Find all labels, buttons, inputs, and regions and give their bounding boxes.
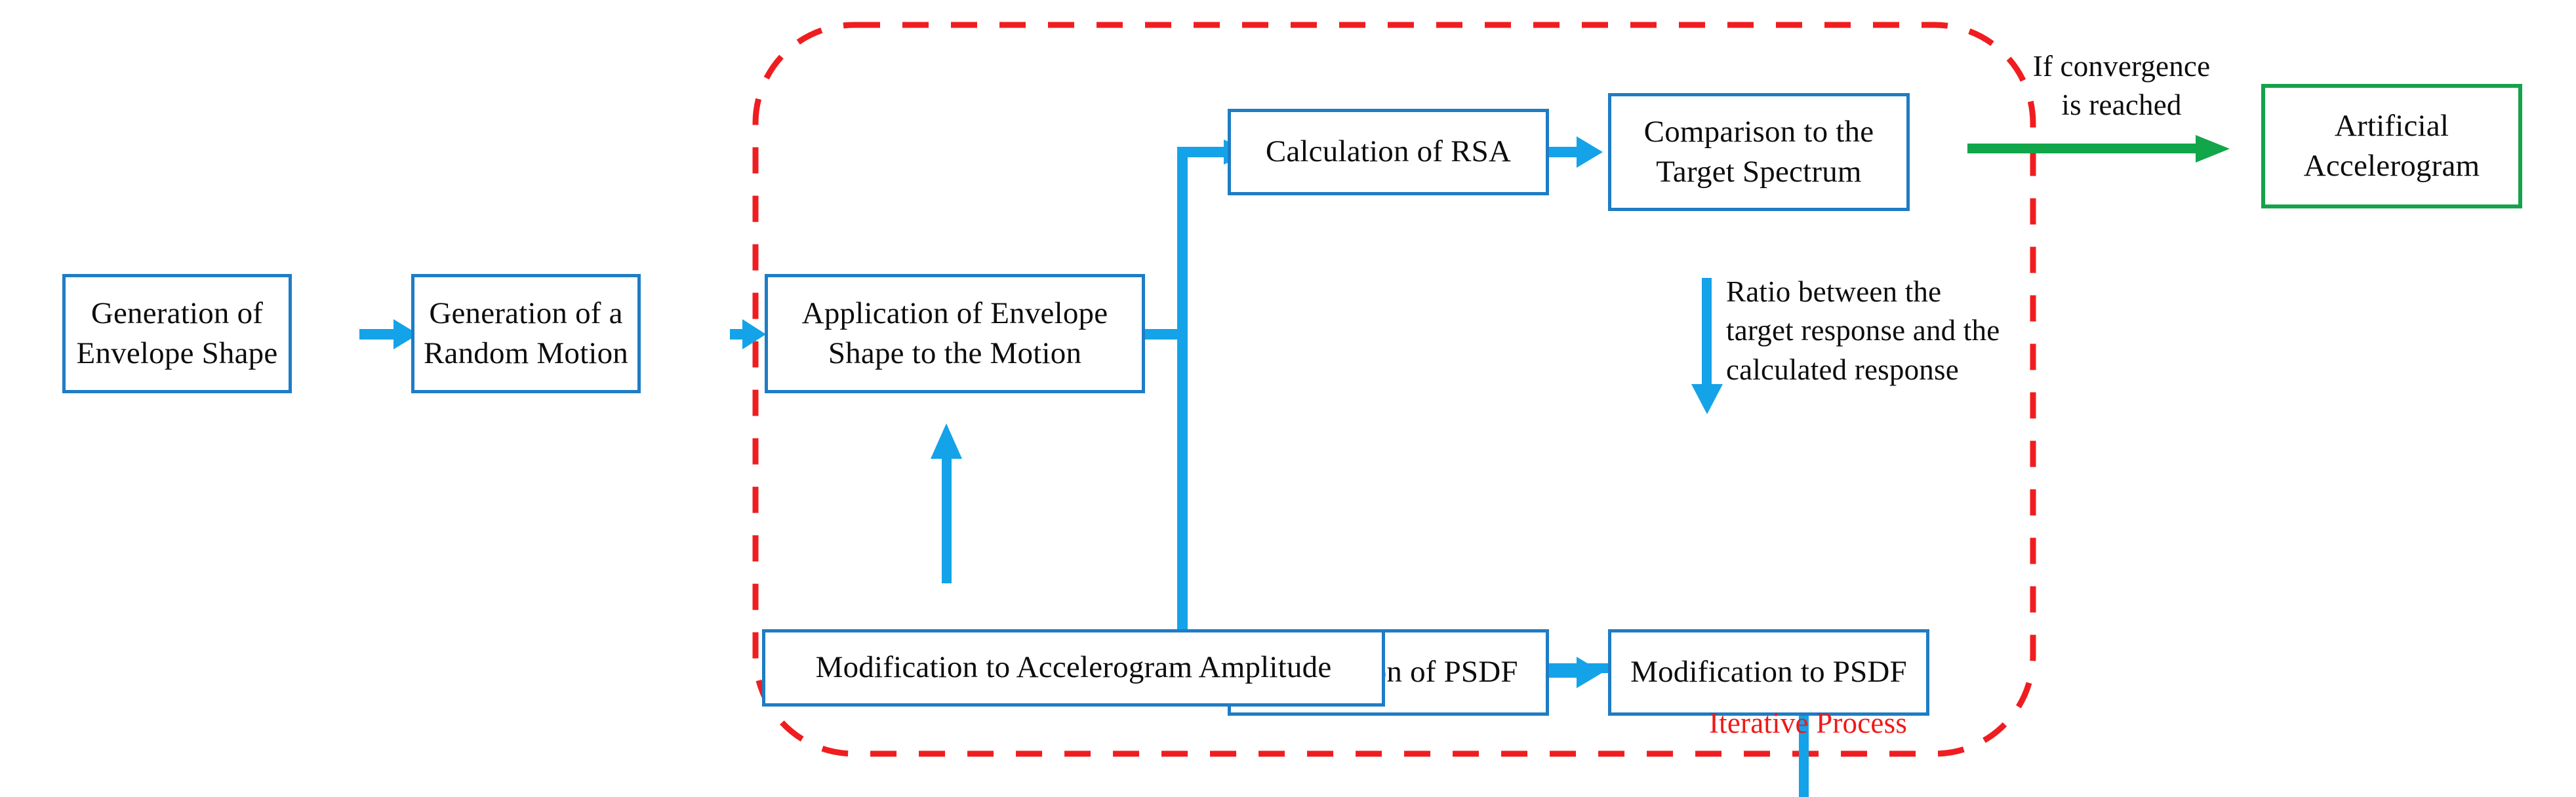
annotation-iterative-process: Iterative Process — [1709, 707, 1908, 739]
arrow-rsa-to-comparison — [1548, 136, 1603, 168]
node-label: Calculation of RSA — [1265, 134, 1512, 169]
node-modification-to-psdf[interactable]: Modification to PSDF — [1608, 629, 1929, 716]
arrow-random-to-apply — [730, 319, 766, 349]
arrow-envelope-to-random — [359, 319, 418, 349]
node-label: Artificial Accelerogram — [2303, 108, 2480, 183]
branch-apply-to-rsa-and-psdf — [1142, 140, 1254, 685]
node-label: Application of Envelope Shape to the Mot… — [801, 296, 1108, 370]
arrow-amplitude-to-apply — [931, 423, 962, 583]
node-artificial-accelerogram[interactable]: Artificial Accelerogram — [2261, 84, 2522, 208]
node-label: Modification to Accelerogram Amplitude — [815, 650, 1332, 685]
node-label: Modification to PSDF — [1630, 655, 1907, 690]
node-label: Generation of a Random Motion — [423, 296, 629, 370]
iterative-process-boundary — [752, 22, 2036, 757]
node-modification-to-accelerogram-amplitude[interactable]: Modification to Accelerogram Amplitude — [762, 629, 1385, 707]
node-application-of-envelope-shape[interactable]: Application of Envelope Shape to the Mot… — [765, 274, 1145, 393]
annotation-convergence-note: If convergence is reached — [2032, 50, 2211, 122]
node-generation-of-envelope-shape[interactable]: Generation of Envelope Shape — [62, 274, 292, 393]
annotation-ratio-note: Ratio between the target response and th… — [1726, 275, 2000, 386]
node-calculation-of-rsa[interactable]: Calculation of RSA — [1228, 109, 1549, 195]
arrow-convergence-to-accelerogram — [1967, 135, 2230, 163]
node-generation-of-random-motion[interactable]: Generation of a Random Motion — [411, 274, 641, 393]
arrow-ratio-down — [1691, 278, 1723, 414]
node-label: Generation of Envelope Shape — [76, 296, 278, 370]
node-label: Comparison to the Target Spectrum — [1643, 114, 1874, 189]
node-comparison-to-target-spectrum[interactable]: Comparison to the Target Spectrum — [1608, 93, 1910, 211]
